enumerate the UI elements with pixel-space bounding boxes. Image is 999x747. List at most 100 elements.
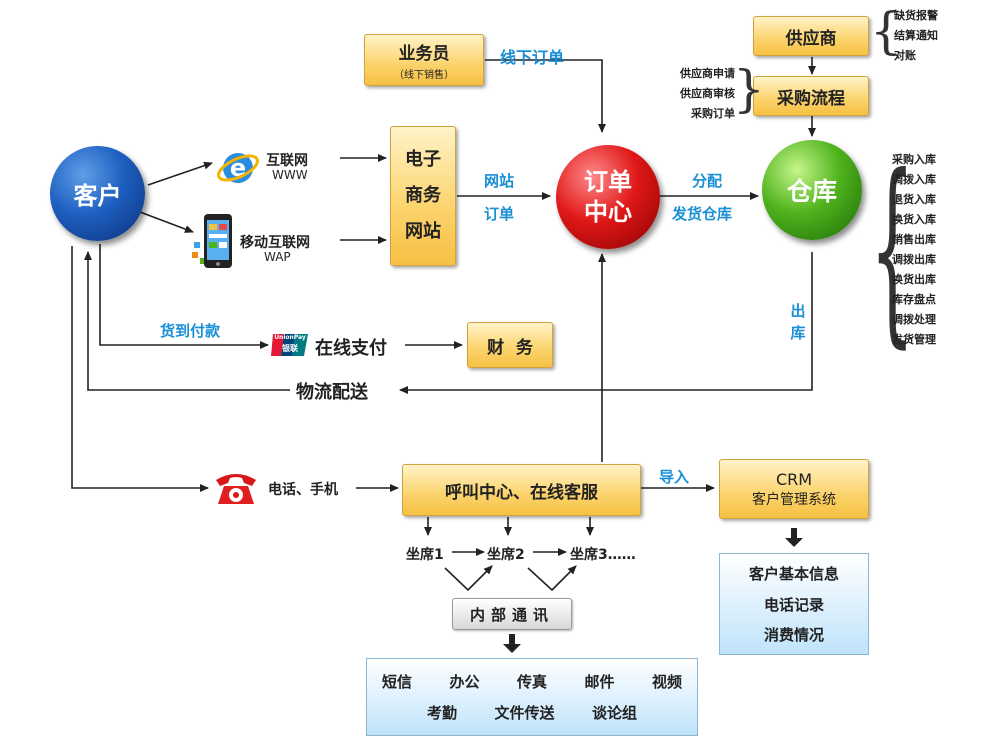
warehouse-label: 仓库 <box>786 177 837 206</box>
call-center-label: 呼叫中心、在线客服 <box>445 482 598 503</box>
salesman-box: 业务员 （线下销售） <box>364 34 484 86</box>
warehouse-function-2: 调拨入库 <box>892 173 936 186</box>
arrow-crm-items <box>785 528 803 547</box>
internal-comm-label: 内部通讯 <box>469 605 554 624</box>
warehouse-functions-brace: { <box>870 133 915 366</box>
purchase-inputs-list: 供应商申请 供应商审核 采购订单 <box>669 64 735 124</box>
comm-row-1: 短信 办公 传真 邮件 视频 <box>382 671 682 692</box>
mobile-phone-icon <box>192 212 236 270</box>
offline-order-label: 线下订单 <box>500 48 565 67</box>
purchase-flow-box: 采购流程 <box>753 76 869 116</box>
internet-sub: WWW <box>272 168 308 182</box>
supplier-function-3: 对账 <box>894 49 916 62</box>
warehouse-function-8: 库存盘点 <box>892 293 936 306</box>
seat-1: 坐席1 <box>406 547 444 563</box>
website-order-label-1: 网站 <box>484 172 515 190</box>
comm-row-2: 考勤 文件传送 谈论组 <box>427 702 637 723</box>
mobile-name: 移动互联网 <box>240 235 310 251</box>
cod-label: 货到付款 <box>160 322 221 340</box>
crm-title: CRM <box>775 469 813 489</box>
order-center-node: 订单 中心 <box>556 145 660 249</box>
warehouse-function-1: 采购入库 <box>892 153 936 166</box>
arrow-customer-internet <box>147 161 213 186</box>
internal-comm-box: 内部通讯 <box>452 598 572 630</box>
ecommerce-line1: 电子 <box>405 149 441 170</box>
crm-subtitle: 客户管理系统 <box>752 491 836 508</box>
comm-tools-box: 短信 办公 传真 邮件 视频 考勤 文件传送 谈论组 <box>366 658 698 736</box>
finance-box: 财 务 <box>467 322 553 368</box>
ecommerce-line2: 商务 <box>405 185 441 206</box>
order-center-label-line1: 订单 <box>584 168 632 196</box>
crm-items-box: 客户基本信息 电话记录 消费情况 <box>719 553 869 655</box>
arrow-salesman-order <box>485 59 606 133</box>
seat-3: 坐席3…… <box>570 547 636 563</box>
warehouse-node: 仓库 <box>762 140 862 240</box>
call-center-box: 呼叫中心、在线客服 <box>402 464 641 516</box>
warehouse-function-4: 换货入库 <box>892 213 936 226</box>
outbound-char-1: 出 <box>790 302 806 320</box>
comm-fax: 传真 <box>516 673 547 691</box>
purchase-input-1: 供应商申请 <box>680 67 735 80</box>
unionpay-logo-icon <box>271 332 309 358</box>
ie-icon: e <box>216 146 260 190</box>
crm-item-3: 消费情况 <box>763 625 824 644</box>
order-center-label-line2: 中心 <box>584 198 632 226</box>
outbound-char-2: 库 <box>790 324 806 342</box>
internet-name: 互联网 <box>266 153 308 169</box>
comm-sms: 短信 <box>382 673 413 691</box>
telephone-icon <box>212 468 260 508</box>
unionpay-brand: UnionPay <box>274 334 306 341</box>
outbound-label: 出 库 <box>789 300 807 344</box>
crm-item-1: 客户基本信息 <box>748 565 839 584</box>
warehouse-function-9: 调拨处理 <box>892 313 936 326</box>
salesman-title: 业务员 <box>398 44 450 64</box>
warehouse-function-10: 发货管理 <box>892 333 936 346</box>
phone-label: 电话、手机 <box>268 482 338 498</box>
dispatch-label-2: 发货仓库 <box>672 205 733 223</box>
comm-mail: 邮件 <box>584 673 615 691</box>
arrow-internal-comm <box>503 634 521 653</box>
purchase-flow-label: 采购流程 <box>777 88 845 109</box>
logistics-label: 物流配送 <box>296 382 368 403</box>
arrow-cod-unionpay <box>99 244 269 349</box>
website-order-label-2: 订单 <box>484 205 515 223</box>
crm-box: CRM 客户管理系统 <box>719 459 869 519</box>
salesman-subtitle: （线下销售） <box>394 70 454 81</box>
dispatch-label-1: 分配 <box>692 172 723 190</box>
comm-attendance: 考勤 <box>427 704 458 722</box>
mobile-sub: WAP <box>264 250 291 264</box>
warehouse-function-7: 换货出库 <box>892 273 936 286</box>
supplier-label: 供应商 <box>785 28 837 49</box>
supplier-functions-brace: { <box>870 2 902 60</box>
seat-2: 坐席2 <box>487 547 525 563</box>
customer-node: 客户 <box>50 146 145 241</box>
supplier-function-2: 结算通知 <box>894 29 938 42</box>
link-seat1-seat2-v <box>444 565 493 592</box>
comm-discussion: 谈论组 <box>591 704 637 722</box>
unionpay-cn: 银联 <box>282 344 298 353</box>
supplier-box: 供应商 <box>753 16 869 56</box>
arrow-customer-mobile <box>139 211 194 233</box>
comm-video: 视频 <box>651 673 682 691</box>
arrow-logistics-customer <box>84 251 290 391</box>
arrow-outbound-logistics <box>399 252 813 394</box>
import-label: 导入 <box>659 468 690 486</box>
customer-label: 客户 <box>73 182 122 210</box>
purchase-inputs-brace: } <box>733 60 765 118</box>
ecommerce-box: 电子 商务 网站 <box>390 126 456 266</box>
finance-label: 财 务 <box>487 337 533 358</box>
ecommerce-line3: 网站 <box>405 221 441 242</box>
purchase-input-2: 供应商审核 <box>680 87 735 100</box>
online-payment-label: 在线支付 <box>315 338 387 359</box>
warehouse-function-6: 调拨出库 <box>892 253 936 266</box>
link-seat2-seat3-v <box>527 565 577 592</box>
warehouse-function-5: 销售出库 <box>892 233 936 246</box>
comm-file-transfer: 文件传送 <box>494 704 555 722</box>
comm-office: 办公 <box>449 673 480 691</box>
purchase-input-3: 采购订单 <box>691 107 735 120</box>
warehouse-functions-list: 采购入库 调拨入库 退货入库 换货入库 销售出库 调拨出库 换货出库 库存盘点 … <box>892 150 936 350</box>
supplier-function-1: 缺货报警 <box>894 9 938 22</box>
arrow-customer-phone <box>71 246 209 492</box>
crm-item-2: 电话记录 <box>763 595 824 614</box>
